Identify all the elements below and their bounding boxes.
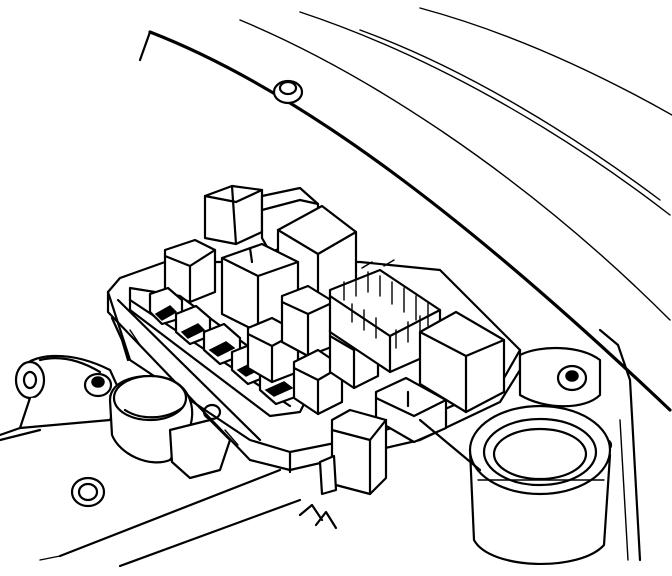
floor-lines <box>0 418 482 568</box>
relay-right-large <box>418 310 506 414</box>
relay-small-left <box>163 238 217 304</box>
relay-center-tall <box>280 284 336 358</box>
terminal-comb-block <box>328 259 442 374</box>
hood-panel <box>138 7 672 562</box>
floor-washer <box>70 476 106 508</box>
front-mounting-clip <box>298 408 388 530</box>
relay-top-left <box>203 184 264 246</box>
battery-terminal-bolt <box>83 372 113 398</box>
hood-bolt <box>272 79 304 105</box>
reservoir-cylinder <box>468 404 612 566</box>
battery-post-cap <box>108 374 232 480</box>
